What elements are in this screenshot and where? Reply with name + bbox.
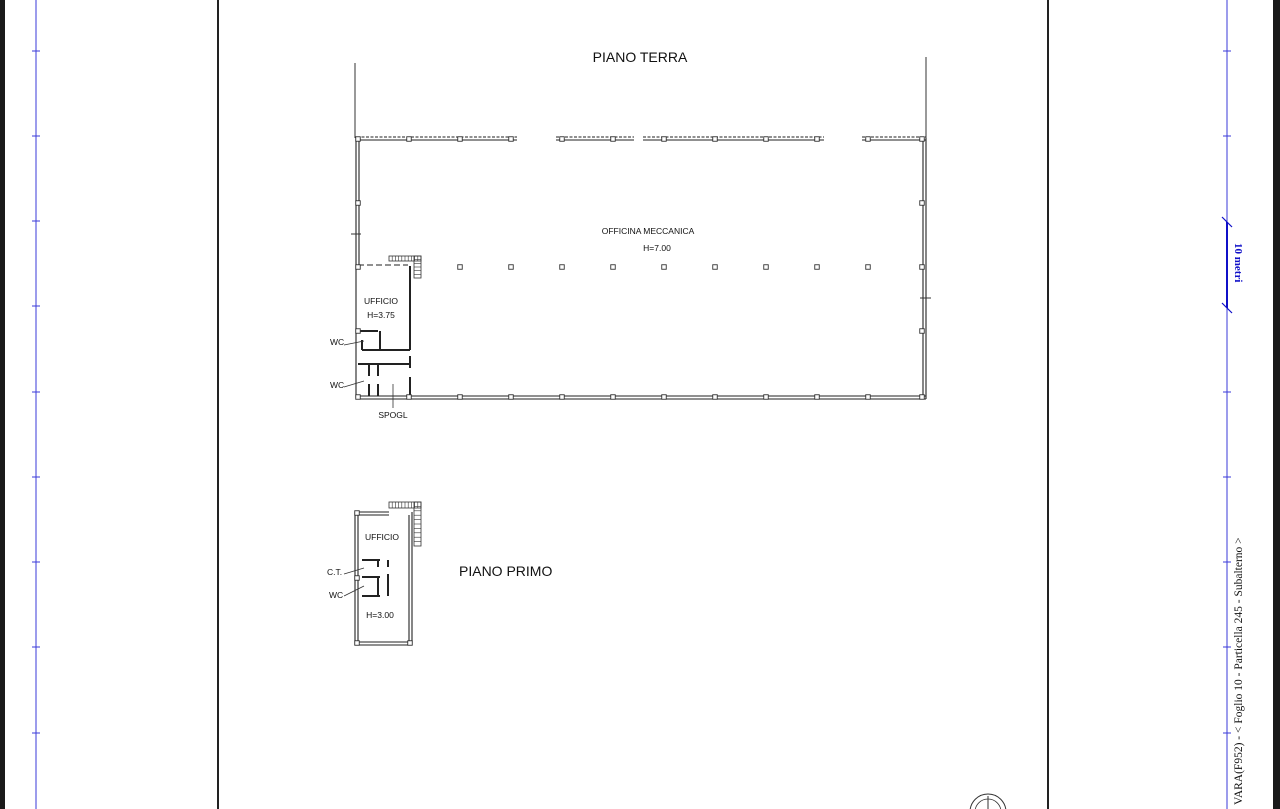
column xyxy=(763,394,769,400)
column xyxy=(355,394,361,400)
column xyxy=(508,394,514,400)
column xyxy=(355,200,361,206)
scale-label: 10 metri xyxy=(1232,243,1244,282)
column xyxy=(919,136,925,142)
column xyxy=(407,640,413,646)
scale-bar: 10 metri xyxy=(1221,216,1244,314)
column xyxy=(661,394,667,400)
column xyxy=(712,394,718,400)
column xyxy=(354,575,360,581)
column xyxy=(919,200,925,206)
column xyxy=(457,394,463,400)
ground-floor-columns xyxy=(355,136,925,400)
column xyxy=(661,136,667,142)
column xyxy=(865,394,871,400)
column xyxy=(919,264,925,270)
ground-office-name: UFFICIO xyxy=(364,296,398,306)
column xyxy=(457,136,463,142)
ground-floor-stair xyxy=(388,255,422,279)
right-ruler xyxy=(1223,0,1231,809)
column xyxy=(406,394,412,400)
column xyxy=(865,136,871,142)
first-office-name: UFFICIO xyxy=(365,532,399,542)
column xyxy=(814,136,820,142)
column xyxy=(919,394,925,400)
left-ruler xyxy=(32,0,40,809)
column xyxy=(559,394,565,400)
column xyxy=(712,264,718,270)
first-office-height: H=3.00 xyxy=(366,610,394,620)
column xyxy=(508,136,514,142)
column xyxy=(814,394,820,400)
boiler-room-label: C.T. xyxy=(327,567,342,577)
office-block xyxy=(358,255,422,397)
ground-floor-plan: OFFICINA MECCANICA H=7.00 UFFICIO H=3.75… xyxy=(330,57,931,420)
column xyxy=(354,510,360,516)
cadastral-caption: VARA(F952) - < Foglio 10 - Particella 24… xyxy=(1233,537,1245,805)
workshop-name: OFFICINA MECCANICA xyxy=(602,226,695,236)
first-floor-plan: UFFICIO C.T. WC H=3.00 xyxy=(327,501,422,646)
wc-upper-label: WC xyxy=(330,337,344,347)
column xyxy=(661,264,667,270)
column xyxy=(508,264,514,270)
column xyxy=(712,136,718,142)
first-floor-stair xyxy=(388,501,422,547)
wc-lower-label: WC xyxy=(330,380,344,390)
column xyxy=(919,328,925,334)
column xyxy=(354,640,360,646)
column xyxy=(610,264,616,270)
first-floor-columns xyxy=(354,510,413,646)
ground-office-height: H=3.75 xyxy=(367,310,395,320)
column xyxy=(457,264,463,270)
column xyxy=(763,264,769,270)
column xyxy=(610,136,616,142)
column xyxy=(559,264,565,270)
workshop-height: H=7.00 xyxy=(643,243,671,253)
north-arrow-icon xyxy=(969,793,1007,809)
column xyxy=(355,136,361,142)
column xyxy=(814,264,820,270)
column xyxy=(559,136,565,142)
column xyxy=(406,136,412,142)
ground-floor-title: PIANO TERRA xyxy=(593,49,688,65)
changing-room-label: SPOGL xyxy=(378,410,408,420)
first-wc-label: WC xyxy=(329,590,343,600)
column xyxy=(355,264,361,270)
first-floor-title: PIANO PRIMO xyxy=(459,563,552,579)
column xyxy=(865,264,871,270)
top-wall xyxy=(357,136,926,141)
column xyxy=(355,328,361,334)
column xyxy=(763,136,769,142)
column xyxy=(610,394,616,400)
